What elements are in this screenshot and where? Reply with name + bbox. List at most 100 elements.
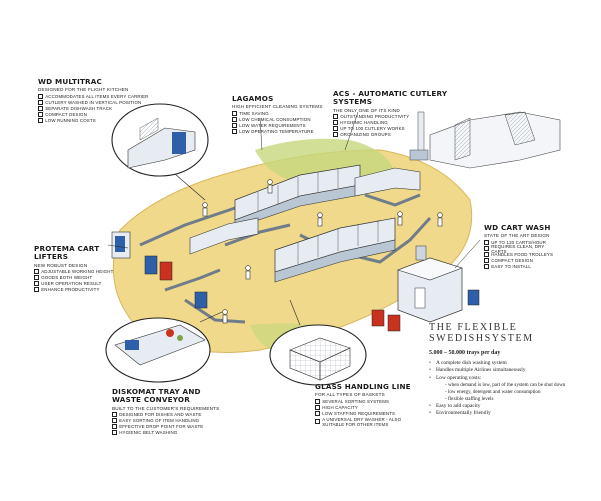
list-item: CUTLERY WASHED IN VERTICAL POSITION <box>38 99 158 106</box>
checkbox-icon <box>333 126 339 132</box>
diskomat-detail-circle <box>105 311 223 383</box>
list-item: Low operating costs: <box>429 375 594 383</box>
swedish-system-subtitle: 5.000 – 50.000 trays per day <box>429 350 501 356</box>
list-item: - low energy, detergent and water consum… <box>445 388 541 395</box>
checkbox-icon <box>484 251 490 258</box>
lagamo-list: TIME SAVING LOW CHEMICAL CONSUMPTION LOW… <box>232 110 327 135</box>
list-item: DESIGNED FOR DISHES AND WASTE <box>112 412 232 418</box>
callout-glass: GLASS HANDLING LINE FOR ALL TYPES OF BAS… <box>315 382 415 427</box>
leader-lines <box>107 111 481 269</box>
list-item: ORGANIZING GROUPS <box>333 132 453 138</box>
list-item: Easy to add capacity <box>429 403 594 411</box>
checkbox-icon <box>484 263 490 270</box>
list-item: EASY SORTING OF ITEM HANDLING <box>112 418 232 424</box>
checkbox-icon <box>34 281 40 287</box>
washing-machine-line-2 <box>274 217 396 283</box>
cutlery-system-illustration <box>409 111 561 169</box>
checkbox-icon <box>333 120 339 126</box>
checkbox-icon <box>34 269 40 275</box>
list-item: COMPACT DESIGN <box>38 111 158 118</box>
acs-list: OUTSTANDING PRODUCTIVITY HYGIENIC HANDLI… <box>333 114 453 138</box>
checkbox-icon <box>232 128 238 135</box>
acs-title: ACS - AUTOMATIC CUTLERY SYSTEMS <box>333 89 448 107</box>
list-item: HANDLES FOOD TROLLEYS <box>484 251 559 258</box>
proterna-subtitle: NEW ROBUST DESIGN <box>34 262 88 268</box>
checkbox-icon <box>484 257 490 264</box>
list-item: EASY TO INSTALL <box>484 263 559 270</box>
list-item: OUTSTANDING PRODUCTIVITY <box>333 114 453 120</box>
diskomat-list: DESIGNED FOR DISHES AND WASTE EASY SORTI… <box>112 412 232 436</box>
checkbox-icon <box>333 114 339 120</box>
list-item: LOW RUNNING COSTS <box>38 117 158 124</box>
callout-lagamo: LAGAMOS HIGH EFFICIENT CLEANING SYSTEMS … <box>232 94 327 135</box>
list-item: A UNIVERSAL DRY WASHER - ALSO SUITABLE F… <box>315 417 415 427</box>
glass-handling-detail-circle <box>269 299 367 386</box>
list-item: - flexible staffing levels <box>445 395 494 402</box>
checkbox-icon <box>34 287 40 293</box>
callout-acs: ACS - AUTOMATIC CUTLERY SYSTEMS THE ONLY… <box>333 89 453 138</box>
checkbox-icon <box>38 99 44 106</box>
callout-cartwash: WD CART WASH STATE OF THE ART DESIGN UP … <box>484 223 559 270</box>
cart-wash-illustration <box>371 245 480 332</box>
glass-subtitle: FOR ALL TYPES OF BASKETS <box>315 392 385 398</box>
callout-multitrac: WD MULTITRAC DESIGNED FOR THE FLIGHT KIT… <box>38 77 158 124</box>
proterna-list: ADJUSTABLE WORKING HEIGHT GOODS BOTH WEI… <box>34 269 119 293</box>
checkbox-icon <box>112 424 118 430</box>
list-item: EFFECTIVE DROP POINT FOR WASTE <box>112 424 232 430</box>
list-item: SEVERAL SORTING SYSTEMS <box>315 398 415 405</box>
cart-lifter-units <box>111 231 208 309</box>
multitrac-subtitle: DESIGNED FOR THE FLIGHT KITCHEN <box>38 87 129 93</box>
checkbox-icon <box>232 110 238 117</box>
swedish-system-bullets: A complete dish washing system Handles m… <box>429 360 594 417</box>
swedish-system-title: THE FLEXIBLE SWEDISHSYSTEM <box>429 322 534 344</box>
lagamo-subtitle: HIGH EFFICIENT CLEANING SYSTEMS <box>232 104 323 110</box>
list-item: ACCOMMODATES ALL ITEMS EVERY CARRIER <box>38 93 158 100</box>
checkbox-icon <box>315 404 321 411</box>
list-item: GOODS BOTH WEIGHT <box>34 275 119 281</box>
glass-title: GLASS HANDLING LINE <box>315 382 411 391</box>
list-item: TIME SAVING <box>232 110 327 117</box>
checkbox-icon <box>38 117 44 124</box>
checkbox-icon <box>38 93 44 100</box>
washing-machine-line-3 <box>189 167 421 255</box>
list-item: SEPARATE DISHWASH TRACK <box>38 105 158 112</box>
checkbox-icon <box>315 398 321 405</box>
multitrac-title: WD MULTITRAC <box>38 77 103 86</box>
list-item: UP TO 100 CUTLERY WORKS <box>333 126 453 132</box>
cartwash-title: WD CART WASH <box>484 223 551 232</box>
list-item: HYGIENIC BELT WASHING <box>112 430 232 436</box>
checkbox-icon <box>232 122 238 129</box>
checkbox-icon <box>333 132 339 138</box>
list-item: ADJUSTABLE WORKING HEIGHT <box>34 269 119 275</box>
checkbox-icon <box>112 430 118 436</box>
swedish-system-panel: THE FLEXIBLE SWEDISHSYSTEM 5.000 – 50.00… <box>429 322 594 417</box>
list-item: ENHANCE PRODUCTIVITY <box>34 287 119 293</box>
callout-diskomat: DISKOMAT TRAY AND WASTE CONVEYOR BUILT T… <box>112 387 232 436</box>
list-item: LOW WATER REQUIREMENTS <box>232 122 327 129</box>
checkbox-icon <box>34 275 40 281</box>
checkbox-icon <box>38 111 44 118</box>
cartwash-subtitle: STATE OF THE ART DESIGN <box>484 233 550 239</box>
list-item: REQUIRES CLEAN, DRY CARTS <box>484 244 559 254</box>
checkbox-icon <box>38 105 44 112</box>
list-item: HYGIENIC HANDLING <box>333 120 453 126</box>
glass-list: SEVERAL SORTING SYSTEMS HIGH CAPACITY LO… <box>315 398 415 427</box>
list-item: LOW STAFFING REQUIREMENTS <box>315 410 415 417</box>
checkbox-icon <box>315 419 321 425</box>
callout-proterna: PROTEMA CART LIFTERS NEW ROBUST DESIGN A… <box>34 244 119 293</box>
checkbox-icon <box>232 116 238 123</box>
diskomat-subtitle: BUILT TO THE CUSTOMER'S REQUIREMENTS <box>112 405 220 411</box>
acs-subtitle: THE ONLY ONE OF ITS KIND <box>333 107 400 113</box>
list-item: HIGH CAPACITY <box>315 404 415 411</box>
multitrac-detail-circle <box>111 103 209 201</box>
list-item: LOW CHEMICAL CONSUMPTION <box>232 116 327 123</box>
checkbox-icon <box>315 410 321 417</box>
checkbox-icon <box>484 245 490 252</box>
list-item: USER OPERATION RESULT <box>34 281 119 287</box>
checkbox-icon <box>112 418 118 424</box>
cartwash-list: UP TO 120 CARTS/HOUR REQUIRES CLEAN, DRY… <box>484 239 559 270</box>
list-item: COMPACT DESIGN <box>484 257 559 264</box>
workers <box>202 179 443 324</box>
checkbox-icon <box>484 239 490 246</box>
